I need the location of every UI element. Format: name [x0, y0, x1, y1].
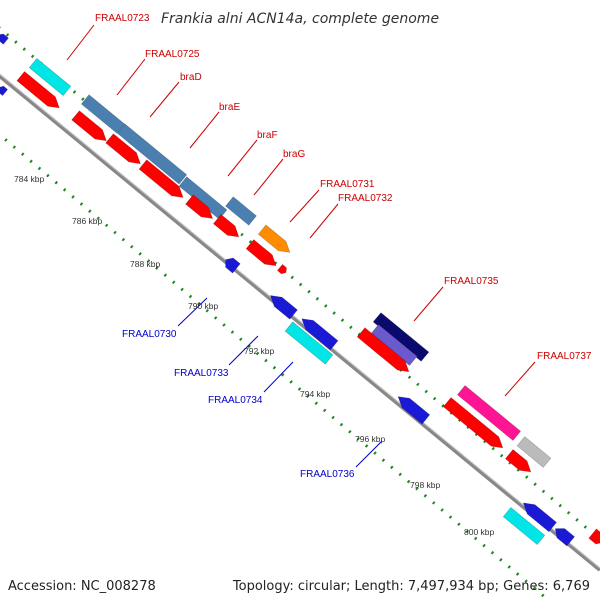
cds-red-10[interactable]	[442, 397, 504, 449]
cds-blue-800-a[interactable]	[522, 502, 557, 533]
gene-label-fraal0732[interactable]: FRAAL0732	[338, 193, 393, 204]
tick-label: 800 kbp	[464, 527, 495, 537]
cds-red-1[interactable]	[16, 71, 60, 109]
backbone-highlight	[0, 73, 600, 569]
gene-label-fraal0730[interactable]: FRAAL0730	[122, 329, 177, 340]
outer-dotted-track	[0, 26, 600, 542]
cds-blue-edge-2[interactable]	[0, 85, 9, 97]
tick-label: 798 kbp	[410, 480, 441, 490]
cds-blue-800-b[interactable]	[554, 528, 575, 547]
cds-fraal0725[interactable]	[80, 94, 126, 134]
cds-red-7[interactable]	[245, 239, 277, 267]
gene-label-brae[interactable]: braE	[219, 102, 240, 113]
tick-label: 792 kbp	[244, 346, 275, 356]
cds-red-edge[interactable]	[588, 528, 600, 545]
tick-label: 786 kbp	[72, 216, 103, 226]
cds-red-4[interactable]	[138, 159, 184, 198]
cds-red-5[interactable]	[185, 194, 214, 219]
cds-grey[interactable]	[516, 436, 552, 468]
gene-label-fraal0723[interactable]: FRAAL0723	[95, 13, 150, 24]
tick-label: 788 kbp	[130, 259, 161, 269]
cds-fraal0733-a[interactable]	[269, 295, 298, 320]
gene-label-brad[interactable]: braD	[180, 72, 202, 83]
cds-red-2[interactable]	[71, 110, 107, 142]
genome-backbone	[0, 73, 600, 572]
gene-label-fraal0725[interactable]: FRAAL0725	[145, 49, 200, 60]
tick-label: 790 kbp	[188, 301, 219, 311]
cds-brag[interactable]	[257, 224, 291, 253]
tick-label: 784 kbp	[14, 174, 45, 184]
gene-label-fraal0734[interactable]: FRAAL0734	[208, 395, 263, 406]
cds-red-9[interactable]	[356, 327, 410, 373]
gene-label-fraal0735[interactable]: FRAAL0735	[444, 276, 499, 287]
cds-red-11[interactable]	[504, 449, 532, 473]
cds-fraal0736[interactable]	[397, 396, 431, 425]
cds-red-6[interactable]	[212, 214, 240, 238]
cds-red-8[interactable]	[276, 263, 287, 275]
cds-blue-edge[interactable]	[0, 33, 9, 45]
cds-braf[interactable]	[225, 196, 257, 226]
feature-track	[0, 33, 600, 547]
gene-label-braf[interactable]: braF	[257, 130, 278, 141]
gene-label-brag[interactable]: braG	[283, 149, 305, 160]
cds-fraal0737[interactable]	[456, 385, 522, 441]
cds-fraal0734[interactable]	[284, 321, 334, 365]
cds-red-3[interactable]	[105, 133, 141, 165]
gene-label-fraal0733[interactable]: FRAAL0733	[174, 368, 229, 379]
cds-fraal0723[interactable]	[28, 57, 72, 97]
map-title: Frankia alni ACN14a, complete genome	[161, 11, 439, 27]
cds-brad[interactable]	[116, 123, 188, 185]
reverse-label-pointers	[177, 297, 383, 468]
gene-label-fraal0736[interactable]: FRAAL0736	[300, 469, 355, 480]
tick-label: 796 kbp	[355, 434, 386, 444]
topology-text: Topology: circular; Length: 7,497,934 bp…	[232, 579, 590, 594]
forward-label-pointers	[66, 24, 536, 397]
cds-fraal0730[interactable]	[225, 257, 241, 274]
accession-text: Accession: NC_008278	[8, 579, 156, 594]
cds-fraal0733-b[interactable]	[301, 318, 339, 351]
gene-label-fraal0731[interactable]: FRAAL0731	[320, 179, 375, 190]
gene-label-fraal0737[interactable]: FRAAL0737	[537, 351, 592, 362]
tick-label: 794 kbp	[300, 389, 331, 399]
cds-cyan-800[interactable]	[502, 506, 546, 546]
